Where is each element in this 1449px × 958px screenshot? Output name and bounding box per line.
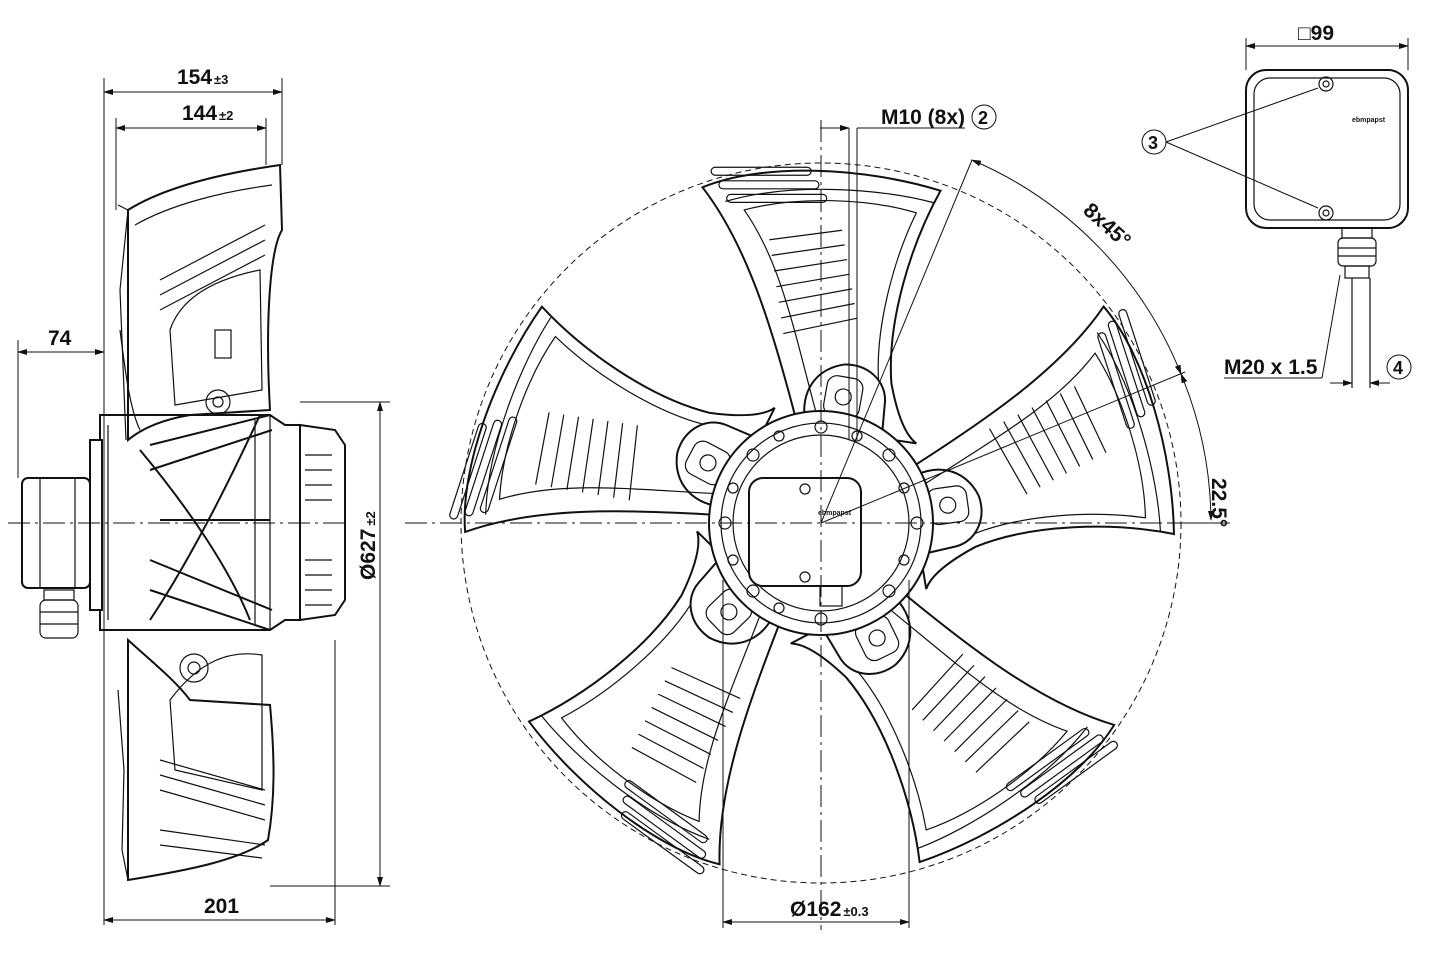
callout-3: 3 bbox=[1141, 129, 1167, 155]
dim-diameter-hub: Ø162±0.3 bbox=[790, 898, 869, 921]
dim-diameter-blade: Ø627±2 bbox=[357, 511, 380, 580]
box-brand-label: ebmpapst bbox=[1352, 117, 1386, 124]
dim-width-blade: 144±2 bbox=[182, 102, 233, 125]
dim-angle-holes: 8x45° bbox=[1079, 199, 1135, 253]
front-view: ebmpapst bbox=[405, 120, 1230, 930]
front-brand-label: ebmpapst bbox=[818, 510, 852, 517]
dim-angle-offset: 22.5° bbox=[1207, 478, 1230, 527]
callout-4: 4 bbox=[1386, 354, 1412, 380]
dim-box-size: □99 bbox=[1298, 22, 1334, 45]
svg-text:2: 2 bbox=[978, 108, 988, 128]
svg-text:4: 4 bbox=[1393, 358, 1403, 378]
dim-hub-offset: 74 bbox=[48, 327, 72, 350]
svg-text:3: 3 bbox=[1148, 133, 1158, 153]
terminal-box-view: ebmpapst bbox=[1165, 38, 1409, 388]
dim-thread-holes: M10 (8x) bbox=[881, 106, 965, 129]
callout-2: 2 bbox=[971, 104, 997, 130]
dim-depth-total: 201 bbox=[204, 895, 239, 918]
side-view bbox=[8, 78, 390, 925]
dim-width-overall: 154±3 bbox=[177, 66, 228, 89]
dim-cable-gland: M20 x 1.5 bbox=[1224, 356, 1318, 379]
